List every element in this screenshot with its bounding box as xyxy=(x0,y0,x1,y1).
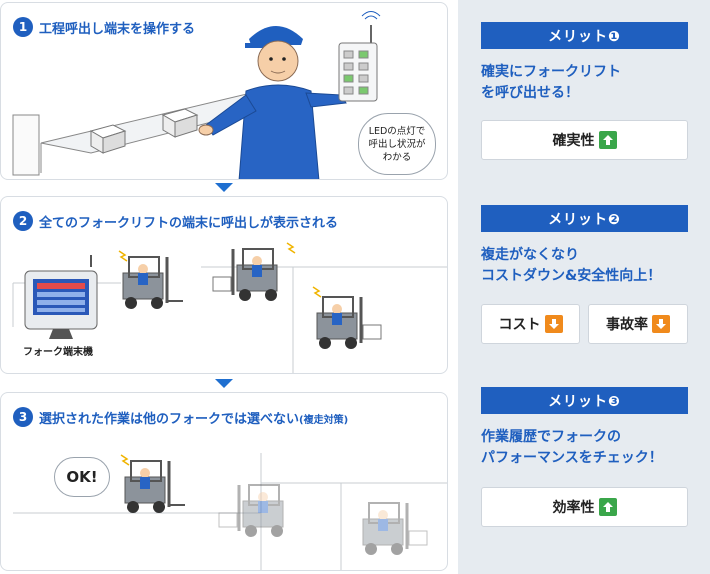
flow-arrow-down-icon xyxy=(215,379,233,388)
worker-icon xyxy=(198,26,347,179)
arrow-up-icon xyxy=(598,131,617,149)
step-1-title: 工程呼出し端末を操作する xyxy=(39,21,196,37)
merit-1-description: 確実にフォークリフト を呼び出せる！ xyxy=(481,62,696,104)
merit-1-box-reliability: 確実性 xyxy=(481,120,688,160)
step-3-title-note: (複走対策) xyxy=(299,414,349,426)
conveyor-worker-illustration xyxy=(12,11,381,179)
forklift-greyed-icon xyxy=(218,484,284,537)
arrow-up-icon xyxy=(598,498,617,516)
step-3-title-text: 選択された作業は他のフォークでは選べない xyxy=(39,411,300,427)
forklift-icon xyxy=(212,242,296,301)
forklift-greyed-icon xyxy=(362,502,428,555)
arrow-down-icon xyxy=(544,315,563,333)
arrow-down-icon xyxy=(652,315,670,333)
step-1-header: 1 工程呼出し端末を操作する xyxy=(13,17,195,37)
step-2-panel: 2 全てのフォークリフトの端末に呼出しが表示される xyxy=(0,196,448,374)
ok-bubble: OK! xyxy=(54,457,110,497)
merit-2-box-accident-rate: 事故率 xyxy=(588,304,688,344)
step-3-number: 3 xyxy=(13,407,33,427)
forklift-icon xyxy=(312,286,382,349)
led-status-bubble: LEDの点灯で 呼出し状況が わかる xyxy=(358,113,436,175)
box-icon xyxy=(161,108,199,138)
forklift-icon xyxy=(120,454,185,513)
step-1-number: 1 xyxy=(13,17,33,37)
fork-terminal-label: フォーク端末機 xyxy=(23,347,93,358)
flow-arrow-down-icon xyxy=(215,183,233,192)
step-3-panel: 3 選択された作業は他のフォークでは選べない(複走対策) xyxy=(0,392,448,571)
step-2-header: 2 全てのフォークリフトの端末に呼出しが表示される xyxy=(13,211,338,231)
merit-1-heading: メリット❶ xyxy=(481,22,688,49)
forklift-icon xyxy=(118,250,183,309)
step-2-number: 2 xyxy=(13,211,33,231)
led-bubble-line-3: わかる xyxy=(382,152,412,163)
merit-3-box-efficiency: 効率性 xyxy=(481,487,688,527)
merit-2-desc-line-2: コストダウン&安全性向上！ xyxy=(481,268,662,284)
call-terminal-icon xyxy=(338,11,381,102)
merit-3-description: 作業履歴でフォークの パフォーマンスをチェック！ xyxy=(481,427,696,469)
merits-sidebar: メリット❶ 確実にフォークリフト を呼び出せる！ 確実性 メリット❷ 複走がなく… xyxy=(458,0,710,574)
merit-2-box-accident-label: 事故率 xyxy=(606,317,648,333)
merit-3-heading: メリット❸ xyxy=(481,387,688,414)
merit-3-box-label: 効率性 xyxy=(552,500,595,516)
led-bubble-line-1: LEDの点灯で xyxy=(368,126,426,137)
merit-2-box-cost: コスト xyxy=(481,304,580,344)
box-icon xyxy=(89,124,127,154)
merit-2-heading: メリット❷ xyxy=(481,205,688,232)
step-3-title: 選択された作業は他のフォークでは選べない(複走対策) xyxy=(39,408,348,427)
merit-1-desc-line-1: 確実にフォークリフト xyxy=(481,64,621,80)
fork-terminal-icon xyxy=(24,255,98,339)
exclusive-selection-illustration xyxy=(13,453,447,570)
merit-1-desc-line-2: を呼び出せる！ xyxy=(481,85,579,101)
led-bubble-line-2: 呼出し状況が xyxy=(368,139,426,150)
step-3-header: 3 選択された作業は他のフォークでは選べない(複走対策) xyxy=(13,407,348,427)
merit-2-desc-line-1: 複走がなくなり xyxy=(481,247,579,263)
step-1-panel: 1 工程呼出し端末を操作する xyxy=(0,2,448,180)
merit-1-box-label: 確実性 xyxy=(552,133,595,149)
forklift-terminals-illustration xyxy=(12,242,447,373)
merit-2-description: 複走がなくなり コストダウン&安全性向上！ xyxy=(481,245,696,287)
merit-3-desc-line-2: パフォーマンスをチェック！ xyxy=(481,450,663,466)
step-2-title: 全てのフォークリフトの端末に呼出しが表示される xyxy=(39,215,339,231)
merit-2-box-cost-label: コスト xyxy=(498,317,541,333)
merit-3-desc-line-1: 作業履歴でフォークの xyxy=(481,429,621,445)
